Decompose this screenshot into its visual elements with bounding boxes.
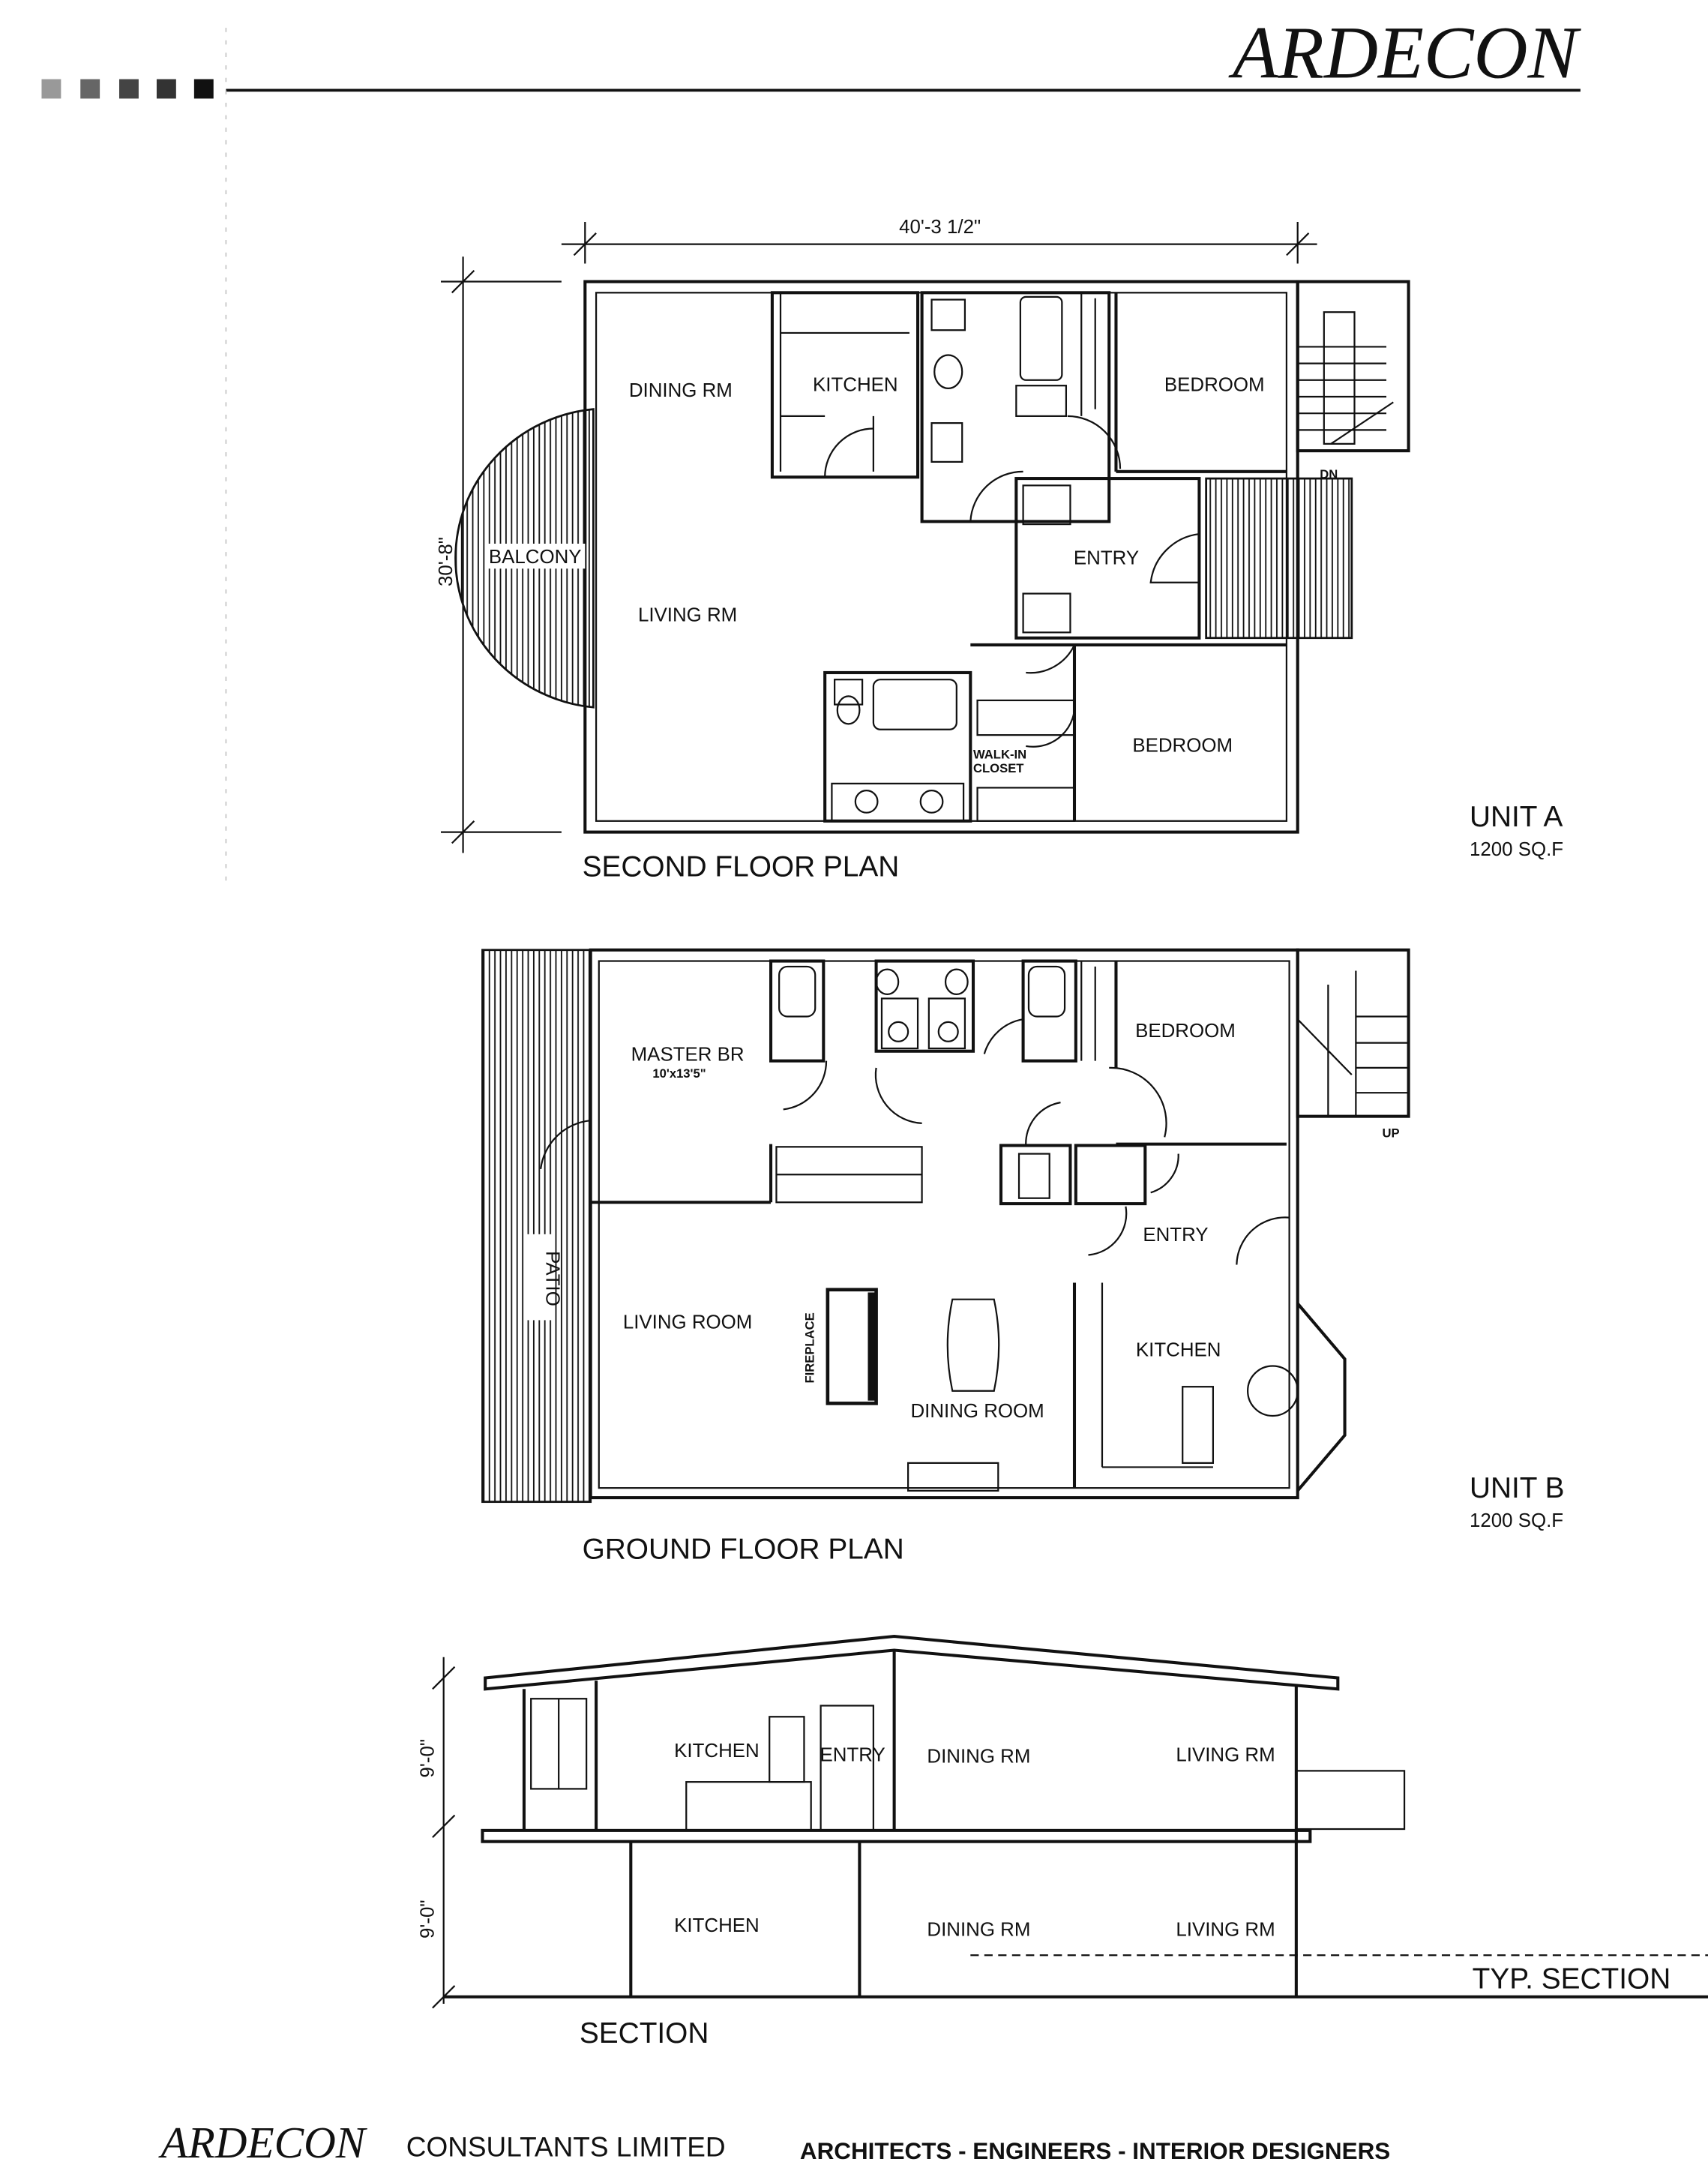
section-title: SECTION <box>580 2017 709 2050</box>
second-floor-plan: 40'-3 1/2" 30'-8" BALCONY KITCHEN BEDROO… <box>436 217 1410 853</box>
room-label-closet-1: WALK-IN <box>973 748 1026 762</box>
room-label-ground-living: LIVING ROOM <box>623 1312 753 1333</box>
header-squares <box>41 79 214 99</box>
room-label-patio: PATIO <box>542 1251 563 1306</box>
stair-label-dn: DN <box>1320 467 1338 481</box>
room-label-bedroom: BEDROOM <box>1164 375 1265 396</box>
patio-hatch <box>481 949 592 1504</box>
room-label-balcony: BALCONY <box>489 547 582 568</box>
ground-floor-title: GROUND FLOOR PLAN <box>583 1533 904 1565</box>
fireplace-label: FIREPLACE <box>802 1312 817 1383</box>
upper-height-dimension: 9'-0" <box>418 1739 439 1778</box>
room-label-kitchen: KITCHEN <box>813 375 898 396</box>
second-floor-title: SECOND FLOOR PLAN <box>583 851 900 883</box>
section-label-upper-entry: ENTRY <box>820 1744 885 1765</box>
room-label-closet-2: CLOSET <box>973 761 1023 775</box>
ground-floor-plan: PATIO MASTER BR 10'x13'5" BEDROOM ENTRY <box>481 948 1410 1504</box>
room-label-dining: DINING RM <box>629 380 733 401</box>
room-label-ground-kitchen: KITCHEN <box>1136 1340 1221 1361</box>
section-label-lower-living: LIVING RM <box>1176 1919 1275 1940</box>
room-label-entry: ENTRY <box>1074 548 1139 569</box>
master-size: 10'x13'5" <box>652 1066 706 1081</box>
room-label-living: LIVING RM <box>638 605 737 626</box>
header-logo: ARDECON <box>1228 11 1582 94</box>
section-label-upper-kitchen: KITCHEN <box>674 1741 760 1762</box>
room-label-ground-dining: DINING ROOM <box>910 1401 1044 1422</box>
footer-company: CONSULTANTS LIMITED <box>406 2131 726 2162</box>
section-label-upper-dining: DINING RM <box>927 1746 1030 1767</box>
depth-dimension: 30'-8" <box>436 537 457 586</box>
room-label-ground-entry: ENTRY <box>1143 1225 1208 1246</box>
deck-hatch <box>1205 477 1353 640</box>
section-label-lower-dining: DINING RM <box>927 1919 1030 1940</box>
lower-height-dimension: 9'-0" <box>418 1900 439 1939</box>
typ-section-label: TYP. SECTION <box>1473 1963 1671 1996</box>
room-label-master: MASTER BR <box>631 1045 745 1066</box>
room-label-bedroom-2: BEDROOM <box>1132 735 1233 756</box>
section-label-upper-living: LIVING RM <box>1176 1744 1275 1765</box>
section-label-lower-kitchen: KITCHEN <box>674 1915 760 1936</box>
unit-b-area: 1200 SQ.F <box>1470 1510 1563 1531</box>
footer-logo: ARDECON <box>157 2118 367 2167</box>
width-dimension: 40'-3 1/2" <box>899 217 981 238</box>
footer-services: ARCHITECTS - ENGINEERS - INTERIOR DESIGN… <box>800 2138 1390 2164</box>
unit-a-label: UNIT A <box>1470 801 1563 833</box>
stair-label-up: UP <box>1382 1126 1399 1140</box>
building-section: 9'-0" 9'-0" KITCHEN ENTRY DINING RM LIVI… <box>418 1634 1708 2009</box>
unit-a-area: 1200 SQ.F <box>1470 839 1563 860</box>
unit-b-label: UNIT B <box>1470 1472 1565 1504</box>
room-label-ground-bedroom: BEDROOM <box>1135 1021 1236 1042</box>
